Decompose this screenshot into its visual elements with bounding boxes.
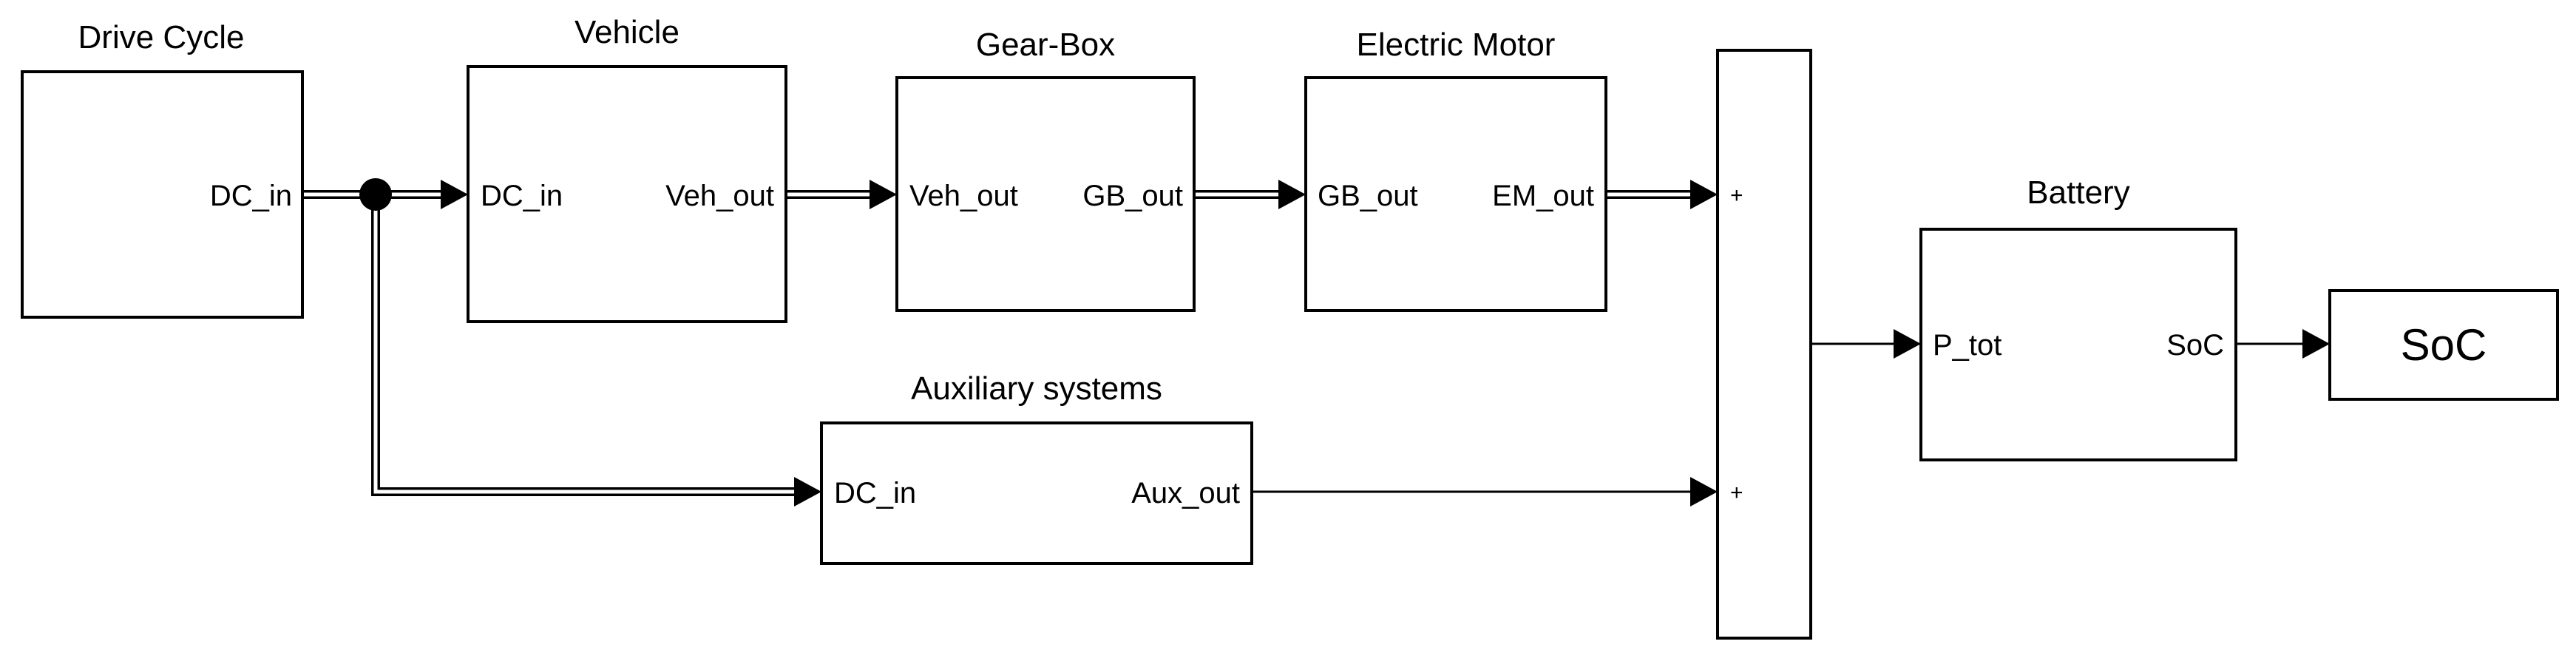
block-auxiliary-systems[interactable]: Auxiliary systems DC_in Aux_out xyxy=(820,370,1253,565)
signal-sum-battery[interactable] xyxy=(1811,329,1921,359)
signal-auxiliary-sum[interactable] xyxy=(1252,477,1718,507)
bus-motor-sum[interactable] xyxy=(1606,180,1718,209)
block-soc-display[interactable]: SoC xyxy=(2328,289,2559,401)
vehicle-title: Vehicle xyxy=(574,14,679,50)
auxiliary-title: Auxiliary systems xyxy=(911,370,1162,407)
bus-junction-auxiliary[interactable] xyxy=(371,194,821,507)
block-electric-motor[interactable]: Electric Motor GB_out EM_out xyxy=(1304,27,1607,312)
gearbox-title: Gear-Box xyxy=(976,27,1115,63)
block-sum[interactable]: + + xyxy=(1716,49,1812,640)
block-vehicle[interactable]: Vehicle DC_in Veh_out xyxy=(467,14,787,323)
sum-sign-top: + xyxy=(1730,183,1743,208)
signal-battery-soc[interactable] xyxy=(2236,329,2330,359)
electric-motor-out-port: EM_out xyxy=(1492,180,1594,212)
arrowhead-sum-bottom-in xyxy=(1690,477,1718,507)
arrowhead-soc-in xyxy=(2302,329,2330,359)
auxiliary-in-port: DC_in xyxy=(834,477,916,509)
gearbox-in-port: Veh_out xyxy=(909,180,1018,212)
drive-cycle-title: Drive Cycle xyxy=(78,19,245,55)
arrowhead-motor-in xyxy=(1278,180,1306,209)
arrowhead-sum-top-in xyxy=(1690,180,1718,209)
block-drive-cycle[interactable]: Drive Cycle DC_in xyxy=(21,19,304,319)
electric-motor-in-port: GB_out xyxy=(1318,180,1418,212)
auxiliary-out-port: Aux_out xyxy=(1131,477,1240,509)
battery-in-port: P_tot xyxy=(1933,329,2002,362)
bus-vehicle-gearbox[interactable] xyxy=(786,180,897,209)
drive-cycle-out-port: DC_in xyxy=(210,180,292,212)
vehicle-out-port: Veh_out xyxy=(665,180,774,212)
electric-motor-title: Electric Motor xyxy=(1357,27,1556,63)
arrowhead-gearbox-in xyxy=(870,180,897,209)
block-gearbox[interactable]: Gear-Box Veh_out GB_out xyxy=(895,27,1196,312)
vehicle-in-port: DC_in xyxy=(481,180,563,212)
sum-sign-bottom: + xyxy=(1730,481,1743,505)
battery-out-port: SoC xyxy=(2166,329,2224,362)
arrowhead-auxiliary-in xyxy=(794,477,821,507)
block-battery[interactable]: Battery P_tot SoC xyxy=(1919,175,2237,461)
soc-display-label: SoC xyxy=(2401,320,2487,370)
arrowhead-vehicle-in xyxy=(441,180,468,209)
bus-gearbox-motor[interactable] xyxy=(1194,180,1306,209)
branch-junction-dot xyxy=(359,178,392,211)
battery-title: Battery xyxy=(2027,175,2129,211)
arrowhead-battery-in xyxy=(1894,329,1921,359)
gearbox-out-port: GB_out xyxy=(1082,180,1183,212)
